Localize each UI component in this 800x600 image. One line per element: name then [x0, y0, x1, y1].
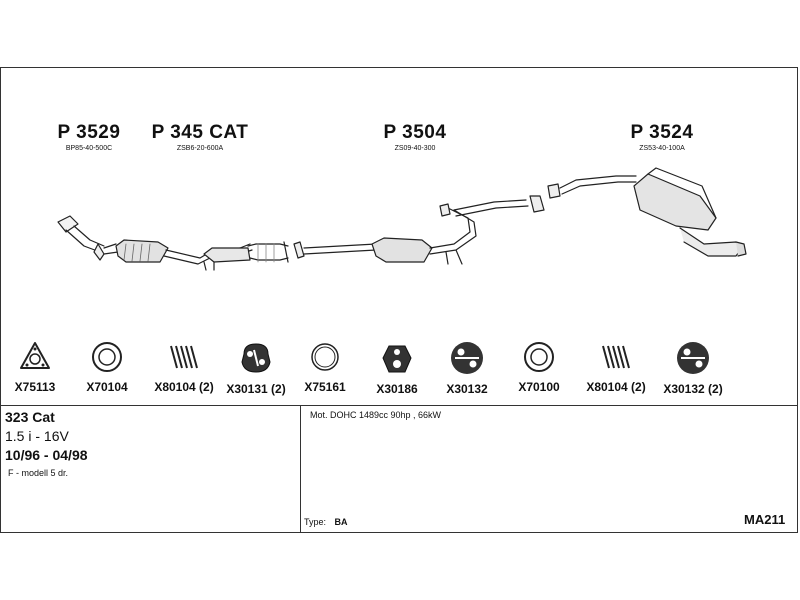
accessory-x30131: X30131 (2) — [216, 340, 296, 396]
motor-spec: Mot. DOHC 1489cc 90hp , 66kW — [310, 410, 442, 420]
accessory-code: X80104 (2) — [154, 380, 214, 394]
accessory-x30132-2: X30132 (2) — [650, 340, 736, 396]
catalytic-converter-p345cat — [103, 239, 289, 271]
part-heading-p3524: P 3524 ZS53-40-100A — [617, 122, 707, 152]
vehicle-engine: 1.5 i - 16V — [5, 428, 69, 444]
accessory-code: X70104 — [86, 380, 128, 394]
table-divider — [0, 405, 798, 406]
triangle-gasket-icon — [20, 342, 50, 369]
rubber-hanger-icon — [677, 342, 709, 374]
ring-gasket-icon — [92, 342, 122, 372]
column-divider — [300, 405, 301, 533]
spring-icon — [602, 345, 630, 369]
accessory-x80104: X80104 (2) — [144, 340, 224, 394]
vehicle-years: 10/96 - 04/98 — [5, 447, 88, 463]
type-value: BA — [334, 517, 348, 527]
accessory-x70100: X70100 — [504, 340, 574, 394]
accessory-x30132: X30132 — [432, 340, 502, 396]
front-pipe-p3529 — [57, 215, 105, 261]
part-heading-p3504: P 3504 ZS09-40-300 — [370, 122, 460, 152]
ring-gasket-icon — [524, 342, 554, 372]
ring-gasket-icon — [311, 343, 339, 371]
accessory-code: X30132 — [446, 382, 488, 396]
part-number: P 3529 — [57, 122, 121, 143]
type-row: Type: BA — [304, 517, 348, 527]
middle-pipe-p3504 — [293, 195, 545, 265]
accessory-code: X30186 — [376, 382, 418, 396]
accessory-x75113: X75113 — [0, 340, 70, 394]
diagram-code: MA211 — [744, 512, 786, 527]
rubber-hanger-icon — [241, 343, 271, 373]
part-heading-p3529: P 3529 BP85-40-500C — [44, 122, 134, 152]
vehicle-variant: F - modell 5 dr. — [8, 468, 69, 478]
accessory-x70104: X70104 — [72, 340, 142, 394]
part-heading-p345cat: P 345 CAT ZSB6-20-600A — [140, 122, 260, 152]
accessory-x30186: X30186 — [362, 340, 432, 396]
accessory-code: X70100 — [518, 380, 560, 394]
part-code: ZSB6-20-600A — [176, 145, 224, 152]
rear-silencer-p3524 — [547, 167, 747, 257]
part-code: ZS09-40-300 — [394, 145, 436, 152]
vehicle-model: 323 Cat — [5, 409, 55, 425]
accessory-code: X75161 — [304, 380, 346, 394]
part-number: P 3504 — [383, 122, 447, 143]
accessory-x75161: X75161 — [290, 340, 360, 394]
accessory-x80104-2: X80104 (2) — [576, 340, 656, 394]
diagram-frame — [0, 67, 798, 533]
accessory-code: X75113 — [14, 380, 56, 394]
type-label: Type: — [304, 517, 327, 527]
spring-icon — [170, 345, 198, 369]
rubber-hanger-icon — [451, 342, 483, 374]
accessory-code: X30131 (2) — [226, 382, 286, 396]
accessory-code: X80104 (2) — [586, 380, 646, 394]
accessory-code: X30132 (2) — [663, 382, 723, 396]
part-code: BP85-40-500C — [65, 145, 113, 152]
part-number: P 345 CAT — [151, 122, 249, 143]
part-number: P 3524 — [630, 122, 694, 143]
rubber-hanger-icon — [382, 345, 412, 373]
part-code: ZS53-40-100A — [639, 145, 685, 152]
